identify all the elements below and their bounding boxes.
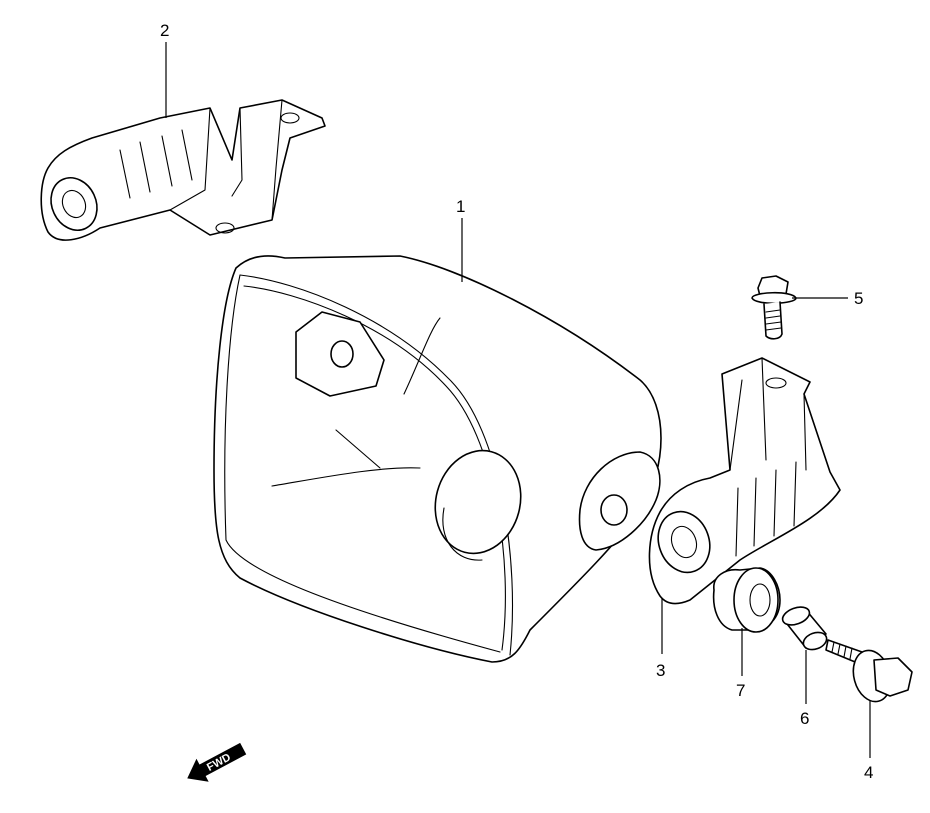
callout-6: 6 (800, 709, 809, 728)
bracket-left-part (40, 99, 326, 241)
bolt-small-part (751, 275, 797, 340)
fwd-arrow-icon: FWD (187, 742, 247, 782)
bracket-right-part (648, 357, 841, 605)
callout-5: 5 (854, 289, 863, 308)
leader-lines (165, 42, 871, 758)
callout-1: 1 (456, 197, 465, 216)
callout-7: 7 (736, 681, 745, 700)
collar-part (781, 606, 828, 651)
callout-4: 4 (864, 763, 873, 782)
bolt-washer-part (825, 639, 913, 703)
headlamp-housing-part (213, 255, 662, 663)
callout-3: 3 (656, 661, 665, 680)
fwd-label: FWD (205, 751, 233, 773)
callout-numbers: 1 2 3 4 5 6 7 (160, 21, 873, 782)
grommet-part (712, 567, 781, 633)
callout-2: 2 (160, 21, 169, 40)
